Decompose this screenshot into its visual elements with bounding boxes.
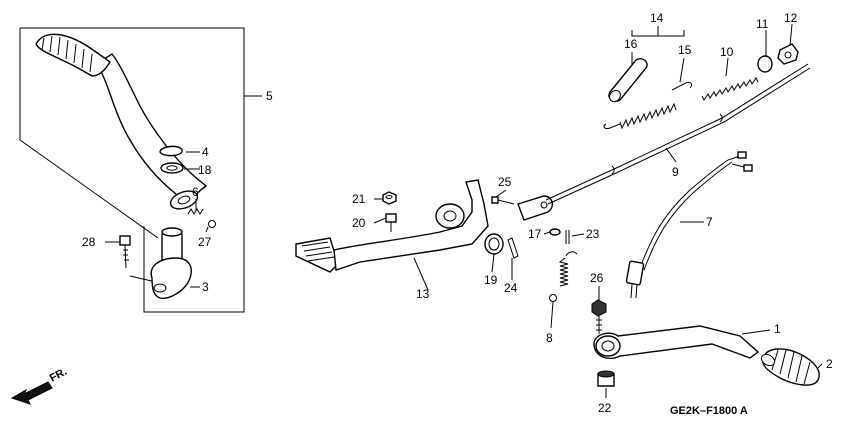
switch-connector-a (737, 151, 747, 159)
assembly-leader (19, 139, 159, 239)
kick-rubber-grip (35, 33, 111, 77)
nut-21 (382, 191, 397, 205)
callout-11: 11 (756, 17, 769, 31)
brake-rod-edge (547, 67, 811, 205)
brake-arm-spring (701, 77, 759, 101)
callout-leaders (105, 23, 823, 398)
bolt-26 (591, 299, 607, 334)
callout-20: 20 (352, 216, 366, 230)
gearshift-pedal-assembly (591, 299, 820, 387)
kick-arm-boss-hole (177, 195, 191, 205)
collar (757, 55, 773, 73)
switch-cable-2 (643, 161, 733, 271)
callout-23: 23 (586, 227, 600, 241)
callout-25: 25 (498, 175, 512, 189)
brake-pedal-assembly (295, 179, 578, 302)
switch-cable (639, 159, 729, 269)
rod-bend-1 (611, 165, 615, 175)
switch-body (625, 260, 645, 299)
callout-15: 15 (678, 43, 692, 57)
fr-label: FR. (48, 366, 69, 385)
brake-rod-assembly (545, 43, 811, 205)
callout-14: 14 (650, 11, 664, 25)
pedal-pad-grip (301, 241, 335, 262)
adjusting-nut (777, 43, 799, 65)
cotter-pin (507, 237, 519, 259)
bolt-20 (385, 213, 397, 232)
callout-5: 5 (266, 89, 273, 103)
pedal-pivot-hole (443, 210, 457, 222)
callout-7: 7 (706, 215, 713, 229)
callout-8: 8 (546, 331, 553, 345)
brake-pedal-arm (333, 179, 489, 271)
stop-switch (625, 151, 753, 299)
fr-arrow-icon (10, 381, 53, 405)
shift-pedal-hole (601, 340, 615, 352)
kick-spring (187, 208, 204, 215)
front-direction-arrow: FR. (10, 366, 69, 405)
callout-9: 9 (672, 165, 679, 179)
callout-12: 12 (784, 11, 798, 25)
callout-22: 22 (598, 401, 612, 415)
callout-19: 19 (484, 273, 498, 287)
callout-27: 27 (198, 235, 212, 249)
kick-boss (150, 227, 192, 299)
callout-2: 2 (826, 357, 833, 371)
cap-nut-22 (597, 370, 615, 387)
callout-28: 28 (82, 235, 96, 249)
callout-24: 24 (504, 281, 518, 295)
rod-bend-2 (719, 113, 723, 123)
callout-10: 10 (720, 45, 734, 59)
callout-labels: 1 2 3 4 5 6 7 8 9 10 11 12 13 14 15 16 1… (82, 11, 833, 415)
callout-21: 21 (352, 192, 366, 206)
assembly-bracket (20, 27, 245, 313)
shift-pedal-arm (593, 325, 760, 360)
washer-17 (549, 228, 561, 236)
washer-hole (166, 165, 178, 171)
callout-6: 6 (192, 185, 199, 199)
switch-connector-b (743, 164, 753, 172)
pedal-pad (295, 237, 339, 273)
callout-4: 4 (202, 145, 209, 159)
callout-1: 1 (774, 322, 781, 336)
callout-16: 16 (624, 37, 638, 51)
stop-switch-spring (549, 251, 578, 302)
spring-16 (608, 58, 648, 103)
brake-rod (545, 63, 809, 201)
shift-pedal-rubber (760, 348, 820, 386)
callout-17: 17 (528, 227, 542, 241)
dust-seal-inner (488, 237, 500, 251)
callout-13: 13 (416, 287, 430, 301)
callout-26: 26 (590, 271, 604, 285)
kickstarter-assembly (19, 27, 245, 313)
brake-pedal-spring (603, 81, 693, 130)
brake-rod-joint (517, 195, 554, 221)
figure-code: GE2K–F1800 A (670, 405, 748, 417)
kick-arm (94, 53, 208, 206)
callout-3: 3 (202, 280, 209, 294)
callout-18: 18 (198, 163, 212, 177)
pin-25 (491, 196, 515, 205)
steel-ball (208, 220, 216, 228)
bolt-28 (119, 235, 131, 269)
circlip (159, 145, 183, 157)
